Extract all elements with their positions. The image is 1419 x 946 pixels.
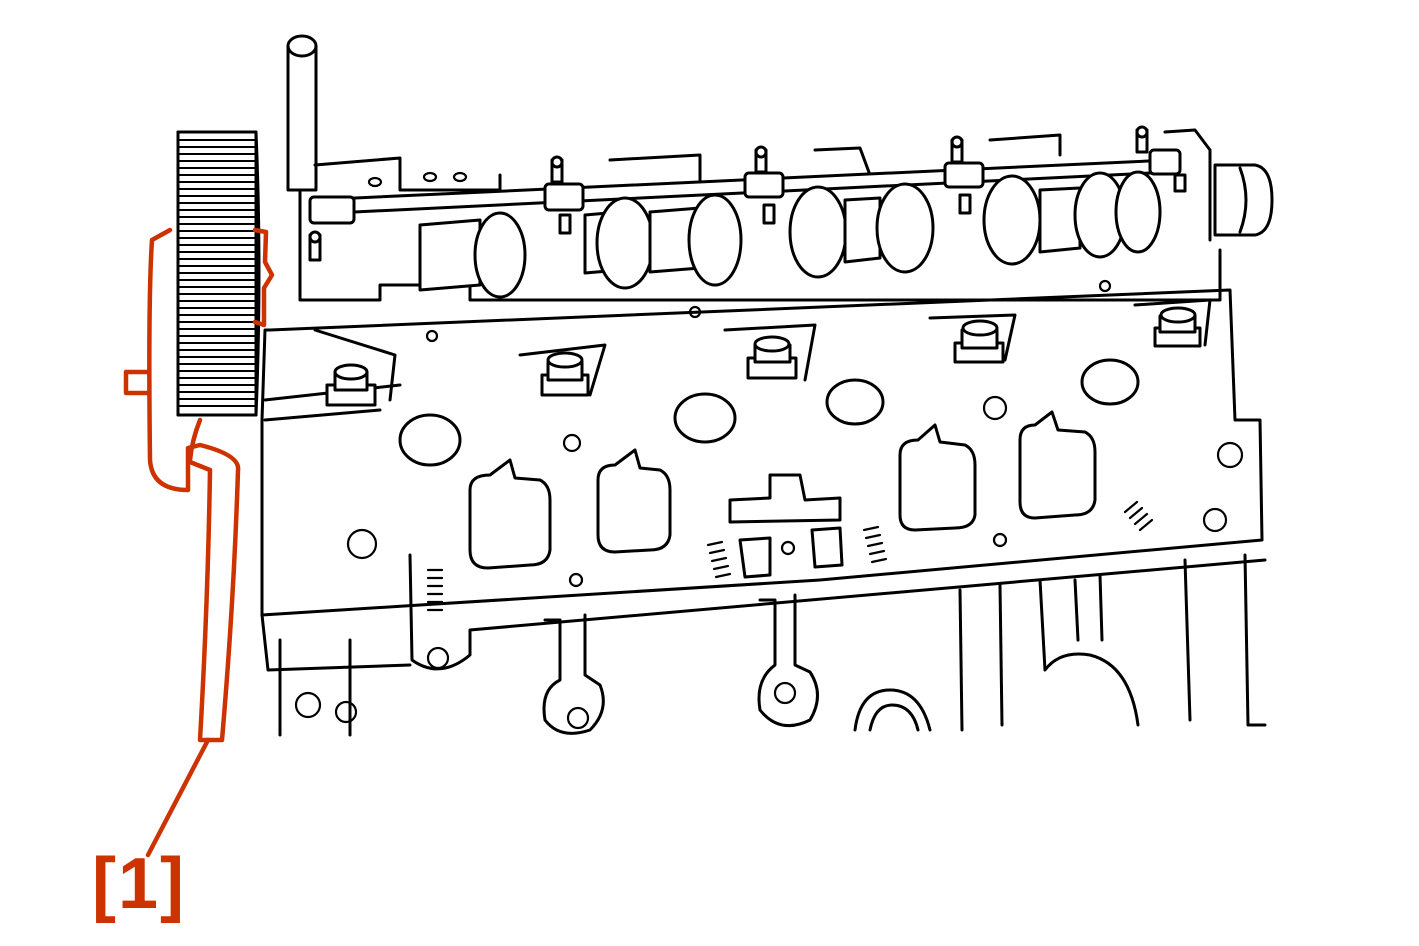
ports [468, 410, 1097, 570]
studs [308, 125, 1187, 262]
locking-tool-icon [123, 227, 275, 858]
camshaft [418, 170, 1162, 299]
guide-rod [286, 34, 318, 192]
timing-gear-icon [176, 130, 261, 417]
leader-line [145, 737, 211, 858]
rocker-shaft [308, 148, 1182, 225]
head-bolts [325, 306, 1202, 407]
callout-label: [1] [92, 844, 186, 924]
gear-teeth [178, 139, 256, 407]
valve-springs [426, 500, 1154, 612]
cylinder-head [260, 34, 1274, 737]
